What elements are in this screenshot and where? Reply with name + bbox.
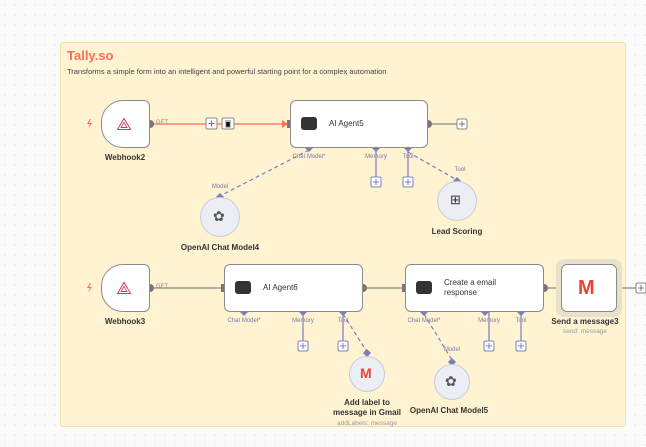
gmail-label-line2: message in Gmail (332, 408, 402, 417)
port-tool: Tool (515, 318, 527, 324)
port-model: Model (211, 184, 229, 190)
ai-agent6-label: AI Agent6 (263, 283, 298, 292)
ai-agent5-node[interactable]: AI Agent5 (290, 100, 428, 148)
port-chat-model: Chat Model* (407, 318, 441, 324)
webhook-icon: ⟁ (116, 114, 133, 134)
openai-chat-model5-label: OpenAI Chat Model5 (409, 406, 489, 415)
port-tool: Tool (454, 167, 466, 173)
port-chat-model: Chat Model* (292, 154, 326, 160)
send-message3-subtitle: send: message (562, 328, 608, 335)
gmail-subtitle: addLabels: message (337, 420, 397, 427)
port-tool: Tool (337, 318, 349, 324)
port-tool: Tool (402, 154, 414, 160)
port-model: Model (443, 347, 461, 353)
send-message3-label: Send a message3 (551, 317, 619, 326)
lead-scoring-node[interactable]: ⊞ (437, 181, 477, 221)
create-email-label: Create a email response (444, 278, 497, 297)
note-subtitle: Transforms a simple form into an intelli… (67, 67, 387, 76)
add-label-gmail-node[interactable]: M (349, 356, 385, 392)
webhook2-label: Webhook2 (104, 153, 146, 162)
send-message3-node[interactable]: M (561, 264, 617, 312)
ai-agent5-label: AI Agent5 (329, 119, 364, 128)
openai-icon: ✿ (445, 373, 457, 389)
port-memory: Memory (478, 318, 500, 324)
ai-agent6-node[interactable]: AI Agent6 (224, 264, 363, 312)
gmail-label-line1: Add label to (344, 398, 390, 407)
robot-icon (416, 281, 432, 294)
port-chat-model: Chat Model* (227, 318, 261, 324)
openai-chat-model4-node[interactable]: ✿ (200, 197, 240, 237)
port-memory: Memory (365, 154, 387, 160)
openai-chat-model5-node[interactable]: ✿ (434, 364, 470, 400)
webhook3-node[interactable]: ⟁ (101, 264, 150, 312)
method-label: GET (155, 120, 169, 126)
gmail-icon: M (360, 365, 372, 381)
openai-chat-model4-label: OpenAI Chat Model4 (180, 243, 260, 252)
robot-icon (235, 281, 251, 294)
webhook3-label: Webhook3 (104, 317, 146, 326)
robot-icon (301, 117, 317, 130)
lead-scoring-label: Lead Scoring (431, 227, 483, 236)
openai-icon: ✿ (213, 208, 225, 224)
port-memory: Memory (292, 318, 314, 324)
gmail-icon: M (578, 277, 595, 299)
note-title: Tally.so (67, 48, 114, 63)
webhook-icon: ⟁ (116, 278, 133, 298)
webhook2-node[interactable]: ⟁ (101, 100, 150, 148)
workflow-icon: ⊞ (450, 192, 461, 207)
create-email-node[interactable]: Create a email response (405, 264, 544, 312)
method-label: GET (155, 284, 169, 290)
